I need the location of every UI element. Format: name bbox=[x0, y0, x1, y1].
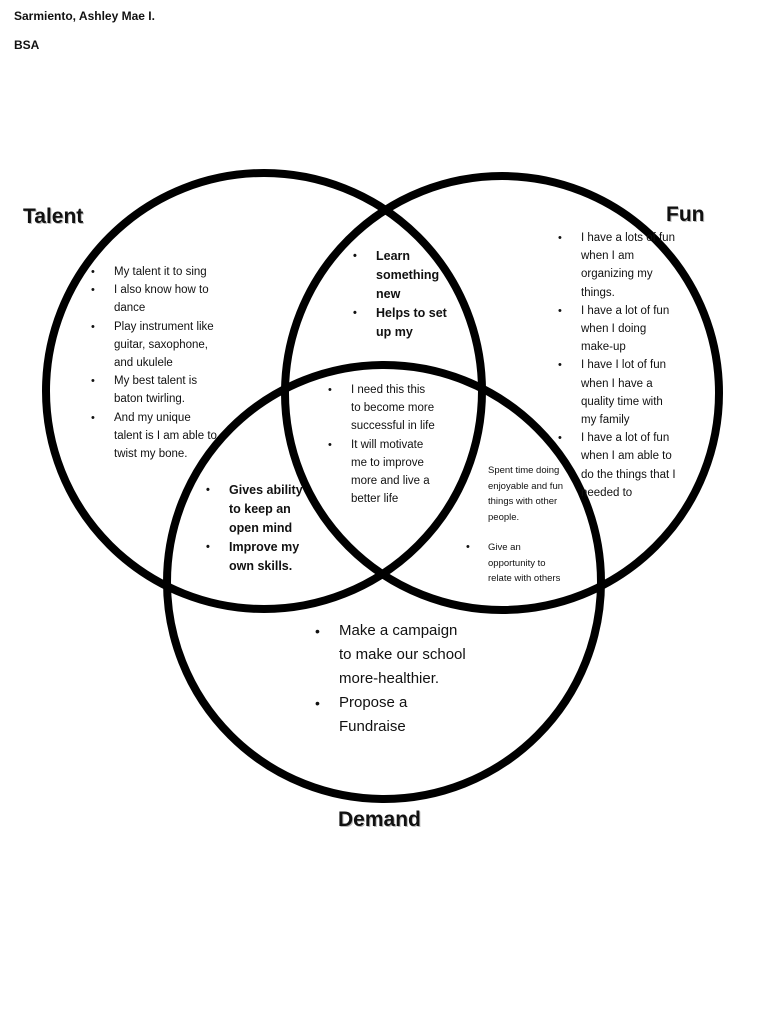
demand-label: Demand bbox=[338, 808, 421, 831]
list-item: I have a lot of fun when I am able to do… bbox=[558, 429, 681, 502]
list-item: Learn something new bbox=[353, 247, 448, 304]
list-item: My best talent is baton twirling. bbox=[91, 372, 220, 408]
program-name: BSA bbox=[14, 38, 40, 52]
list-item: Make a campaign to make our school more-… bbox=[315, 619, 469, 691]
list-item: I have I lot of fun when I have a qualit… bbox=[558, 356, 681, 429]
list-item: My talent it to sing bbox=[91, 263, 220, 281]
list-item: I need this this to become more successf… bbox=[328, 381, 437, 436]
demand-circle bbox=[163, 361, 605, 803]
list-item: I have a lot of fun when I doing make-up bbox=[558, 302, 681, 357]
list-item: Helps to set up my bbox=[353, 304, 448, 342]
fun-demand-text: Spent time doing enjoyable and fun thing… bbox=[488, 465, 564, 523]
center-list: I need this this to become more successf… bbox=[328, 381, 437, 509]
fun-label: Fun bbox=[666, 203, 705, 226]
list-item: Play instrument like guitar, saxophone, … bbox=[91, 318, 220, 373]
talent-demand-list: Gives ability to keep an open mind Impro… bbox=[206, 481, 311, 576]
list-item: And my unique talent is I am able to twi… bbox=[91, 409, 220, 464]
list-item: I have a lots of fun when I am organizin… bbox=[558, 229, 681, 302]
demand-list: Make a campaign to make our school more-… bbox=[315, 619, 469, 739]
list-item: Improve my own skills. bbox=[206, 538, 311, 576]
list-item: Give an opportunity to relate with other… bbox=[466, 540, 564, 587]
list-item: Propose a Fundraise bbox=[315, 691, 469, 739]
talent-fun-list: Learn something new Helps to set up my bbox=[353, 247, 448, 342]
fun-list: I have a lots of fun when I am organizin… bbox=[558, 229, 681, 502]
fun-demand-list: Give an opportunity to relate with other… bbox=[466, 540, 564, 587]
list-item: It will motivate me to improve more and … bbox=[328, 436, 437, 509]
talent-list: My talent it to sing I also know how to … bbox=[91, 263, 220, 464]
talent-label: Talent bbox=[23, 205, 84, 228]
list-item: Gives ability to keep an open mind bbox=[206, 481, 311, 538]
author-name: Sarmiento, Ashley Mae I. bbox=[14, 9, 155, 23]
list-item: I also know how to dance bbox=[91, 281, 220, 317]
